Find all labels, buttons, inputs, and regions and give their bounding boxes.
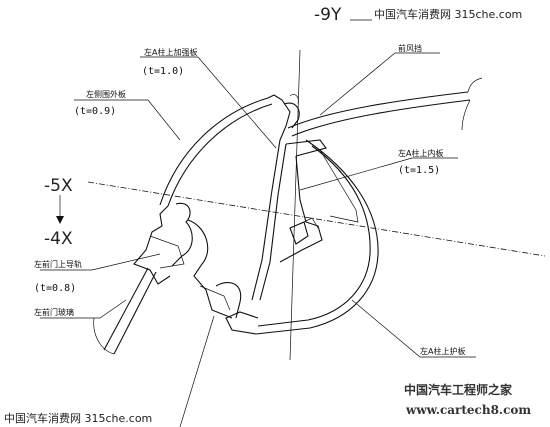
inner-clip-arm	[299, 217, 319, 229]
watermark-bottom-left: 中国汽车消费网 315che.com	[4, 411, 152, 425]
door-glass-outer	[103, 267, 149, 351]
door-glass-part	[93, 267, 157, 355]
outer-panel-arc-a	[159, 97, 269, 206]
trim-edge	[225, 311, 259, 335]
watermark-top-right: 中国汽车消费网 315che.com	[374, 7, 522, 21]
leader-extra	[179, 315, 215, 427]
inner-clip	[289, 221, 309, 245]
leader-lines	[40, 52, 476, 427]
callout-a-pillar-trim-name: 左A柱上护板	[420, 346, 465, 356]
windshield-part	[287, 77, 483, 137]
section-label-4x: -4X	[44, 229, 73, 249]
windshield-glass-top	[287, 91, 469, 129]
a-pillar-trim-part	[225, 139, 379, 335]
windshield-edge	[467, 77, 483, 93]
callout-a-pillar-inner-name: 左A柱上内板	[398, 148, 443, 158]
door-glass-curve	[93, 317, 115, 355]
watermark-brand: 中国汽车工程师之家	[404, 382, 513, 397]
leader-body-side-outer	[74, 99, 181, 141]
leader-a-pillar-inner	[299, 157, 458, 191]
door-frame-outer	[133, 205, 171, 285]
callout-door-glass-name: 左前门玻璃	[34, 307, 74, 317]
door-seal-bulb	[171, 202, 193, 267]
leader-a-pillar-trim	[351, 299, 476, 358]
door-seal-lower	[215, 282, 242, 319]
windshield-glass-bottom	[291, 99, 471, 137]
windshield-edge-lower	[461, 99, 471, 131]
door-frame-part	[133, 202, 242, 319]
leader-reinforcement	[140, 56, 277, 149]
body-side-outer-panel	[159, 94, 300, 207]
door-rail-channel	[149, 235, 185, 269]
door-rail-lip	[199, 285, 231, 311]
windshield-seal	[283, 102, 300, 129]
callout-reinforcement-name: 左A柱上加强板	[144, 47, 197, 57]
section-line-9y	[289, 49, 301, 361]
section-line-5x	[87, 181, 546, 257]
watermark-url: www.cartech8.com	[405, 403, 531, 417]
leader-door-rail	[40, 253, 161, 271]
inner-panel-profile	[279, 155, 323, 263]
door-glass-inner	[113, 271, 157, 355]
trim-panel-outer	[255, 139, 379, 335]
section-label-5x: -5X	[44, 176, 73, 196]
outer-panel-arc-b	[167, 103, 273, 207]
door-inner-channel	[187, 219, 233, 319]
callout-door-rail-name: 左前门上导轨	[34, 259, 82, 269]
reinforcement-web	[251, 139, 281, 301]
seal-lip	[289, 94, 299, 105]
trim-rib	[319, 149, 359, 223]
trim-panel-inner	[257, 145, 371, 327]
a-pillar-inner-part	[279, 155, 323, 263]
section-label-9y: -9Y	[314, 5, 342, 25]
a-pillar-reinforcement-part	[251, 139, 327, 301]
callout-door-rail-thickness: (t=0.8)	[34, 283, 76, 294]
reinforcement-flange	[285, 139, 327, 157]
reinforcement-web-b	[259, 143, 287, 301]
section-arrow-head	[56, 216, 64, 224]
outer-panel-flange	[267, 94, 291, 141]
callout-a-pillar-inner-thickness: (t=1.5)	[398, 165, 440, 176]
leader-door-glass	[40, 299, 127, 319]
callout-windshield-name: 前风挡	[398, 43, 422, 53]
callout-body-side-outer-thickness: (t=0.9)	[74, 106, 116, 117]
callout-body-side-outer-name: 左侧围外板	[86, 89, 126, 99]
leader-windshield	[319, 52, 440, 116]
callout-reinforcement-thickness: (t=1.0)	[142, 66, 184, 77]
